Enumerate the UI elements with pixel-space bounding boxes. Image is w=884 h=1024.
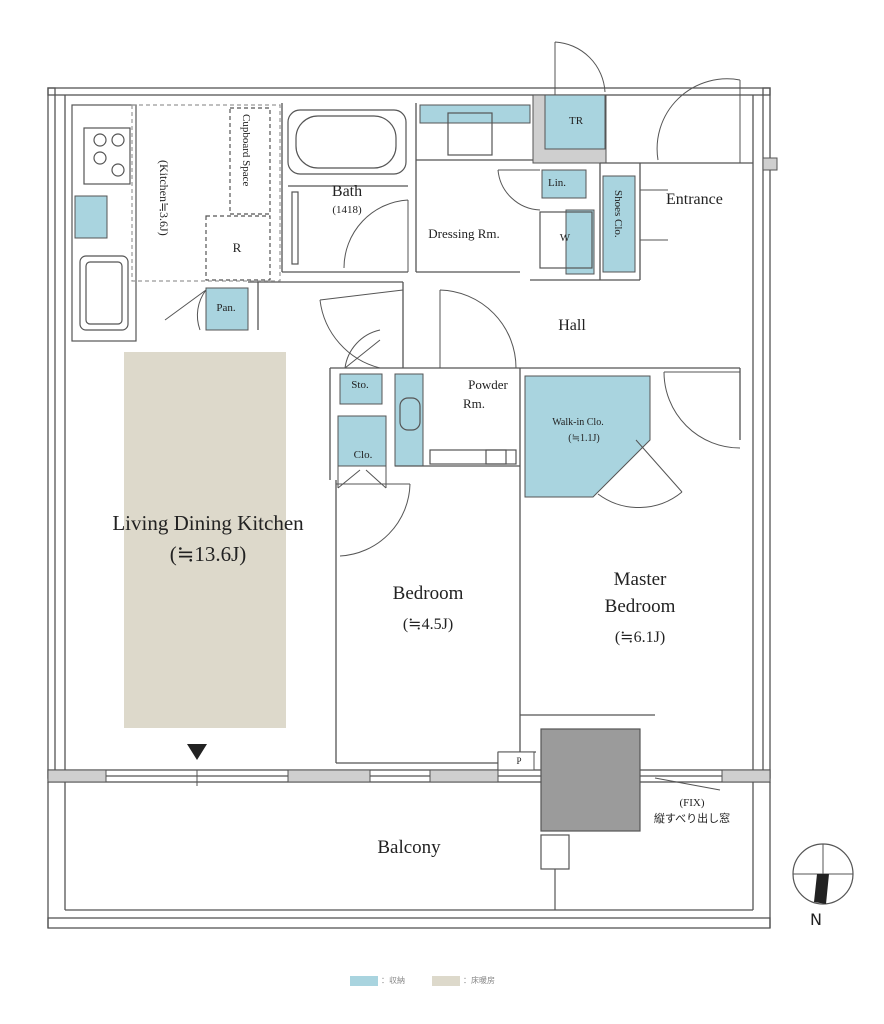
master-bedroom-label-2: Bedroom <box>604 596 676 617</box>
legend-storage-swatch <box>350 975 378 986</box>
window-type-label: 縦すべり出し窓 <box>653 813 731 825</box>
bath-label: Bath <box>331 183 363 200</box>
dressing-room-label: Dressing Rm. <box>428 226 500 241</box>
legend-floor-heating: ：床暖房 <box>432 975 495 986</box>
bedroom-label: Bedroom <box>392 583 464 604</box>
outdoor-unit <box>497 728 641 910</box>
hall-label: Hall <box>558 317 586 334</box>
storage-areas <box>74 94 651 498</box>
ldk-size: (≒13.6J) <box>169 542 247 566</box>
north-label: N <box>810 910 822 929</box>
window-sashes <box>106 769 430 786</box>
fridge-label: R <box>232 240 242 255</box>
kitchen-fixtures <box>71 104 281 342</box>
kitchen-label: (Kitchen≒3.6J) <box>157 160 171 236</box>
ldk-label: Living Dining Kitchen <box>112 511 304 535</box>
legend-storage-label: ：収納 <box>381 976 405 985</box>
bath-size: (1418) <box>332 204 362 216</box>
pantry-label: Pan. <box>216 302 236 314</box>
walkin-closet-label: Walk-in Clo. <box>552 417 604 428</box>
master-bedroom-size: (≒6.1J) <box>614 629 666 646</box>
walkin-closet-size: (≒1.1J) <box>568 433 600 444</box>
legend-floor-heating-label: ：床暖房 <box>463 976 495 985</box>
linen-label: Lin. <box>547 177 567 189</box>
washer-label: W <box>559 232 571 244</box>
bathtub <box>287 109 408 265</box>
outer-walls <box>47 87 771 929</box>
legend-floor-heating-swatch <box>432 975 460 986</box>
entrance-label: Entrance <box>666 191 723 208</box>
door-swings <box>164 41 741 791</box>
legend-storage: ：収納 <box>350 975 405 986</box>
storage-label: Sto. <box>351 379 369 391</box>
master-bedroom-label: Master <box>613 569 667 590</box>
powder-room-label: Powder <box>468 377 508 392</box>
entry-direction-marker <box>187 744 207 760</box>
floor-heating-area <box>124 352 286 728</box>
powder-room-label-2: Rm. <box>462 396 486 411</box>
balcony-label: Balcony <box>377 837 441 858</box>
p-mark: P <box>516 756 522 766</box>
shoes-closet-label: Shoes Clo. <box>612 190 624 238</box>
bedroom-size: (≒4.5J) <box>402 616 454 633</box>
sanitary-fixtures <box>399 112 593 465</box>
closet-label: Clo. <box>353 449 373 461</box>
compass-icon <box>792 843 854 905</box>
fix-window-label: (FIX) <box>679 797 705 809</box>
cupboard-label: Cupboard Space <box>240 114 252 187</box>
tr-label: TR <box>568 115 584 127</box>
